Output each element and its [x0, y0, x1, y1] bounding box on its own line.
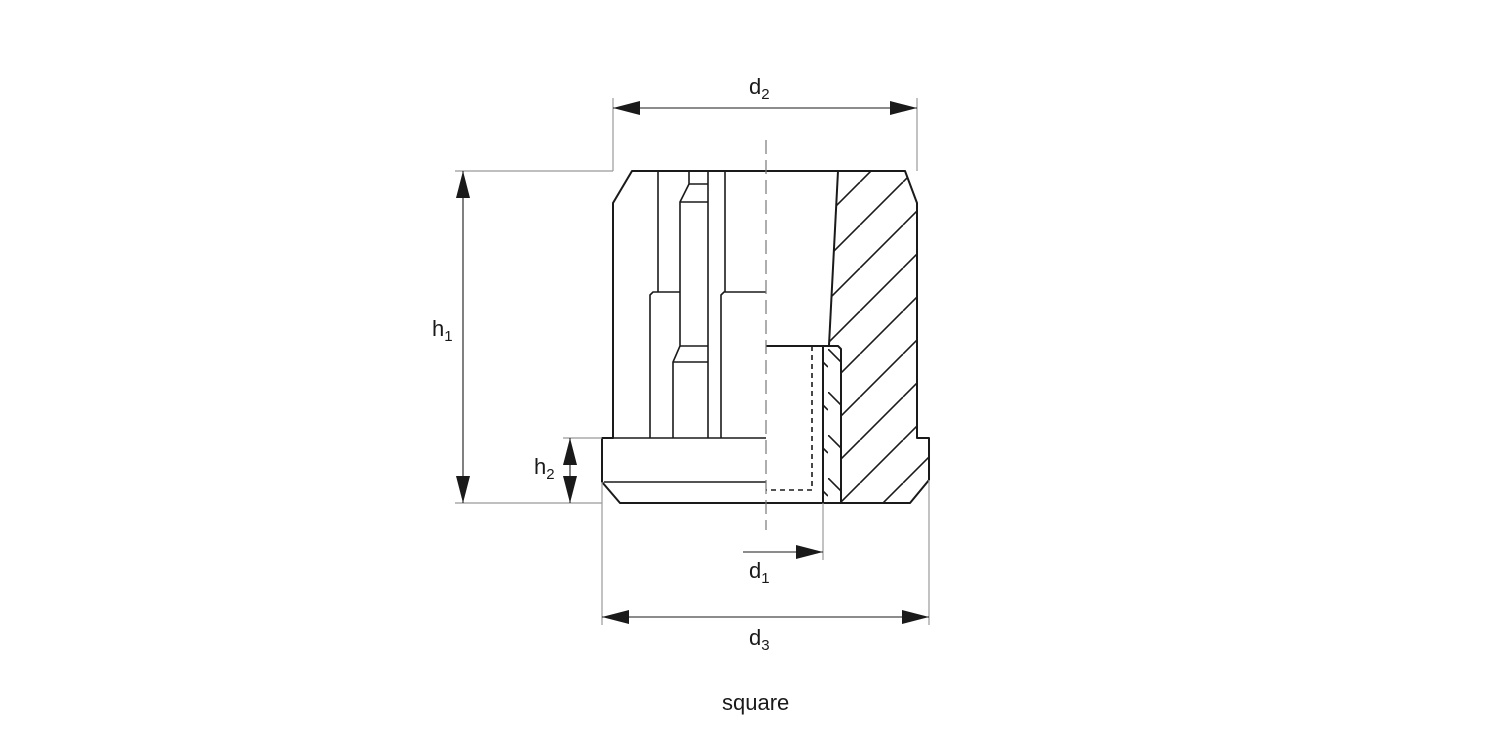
- dimension-h2: [563, 437, 602, 503]
- dimension-d1: [743, 503, 824, 560]
- section-hatch-insert: [823, 346, 841, 503]
- caption: square: [722, 690, 790, 715]
- dimension-d2: [612, 98, 918, 171]
- section-hatch-body: [829, 171, 929, 503]
- left-view-details: [649, 171, 766, 438]
- label-d1: d1: [749, 558, 770, 587]
- label-h1: h1: [432, 316, 453, 345]
- label-d2: d2: [749, 74, 770, 103]
- label-d3: d3: [749, 625, 770, 654]
- label-h2: h2: [534, 454, 555, 483]
- section-view: [766, 170, 842, 503]
- dimension-d3: [601, 480, 930, 625]
- dimension-h1: [455, 170, 613, 504]
